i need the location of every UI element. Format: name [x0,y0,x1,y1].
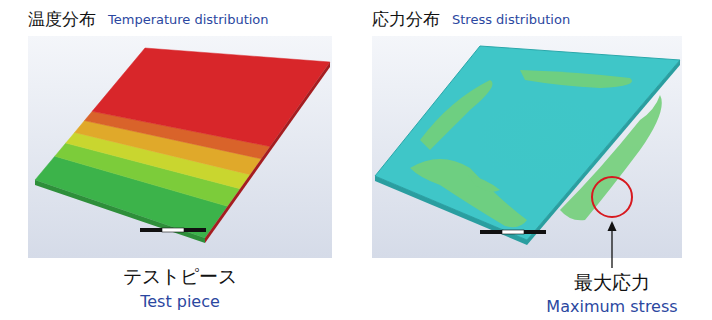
plate-edge [35,180,205,243]
leader-arrow [608,221,617,268]
panel-heading: 温度分布 [28,10,96,29]
image-panel [372,36,682,258]
stress-patches [410,70,662,227]
temperature-band [92,48,330,146]
panel-heading-en: Temperature distribution [108,13,269,27]
image-panel [28,36,332,258]
plate-edge [205,62,330,243]
callout-label: 最大応力 [574,272,650,293]
panel-heading: 応力分布 [372,10,440,29]
scale-bar [480,230,546,234]
panel-heading-en: Stress distribution [452,13,570,27]
image-caption: テストピース [123,266,237,287]
callout-label-en: Maximum stress [546,298,677,316]
max-stress-circle [592,177,632,217]
image-caption-en: Test piece [140,293,220,311]
temperature-plate [35,48,330,243]
scale-bar [140,228,206,232]
stress-plate [375,46,680,240]
